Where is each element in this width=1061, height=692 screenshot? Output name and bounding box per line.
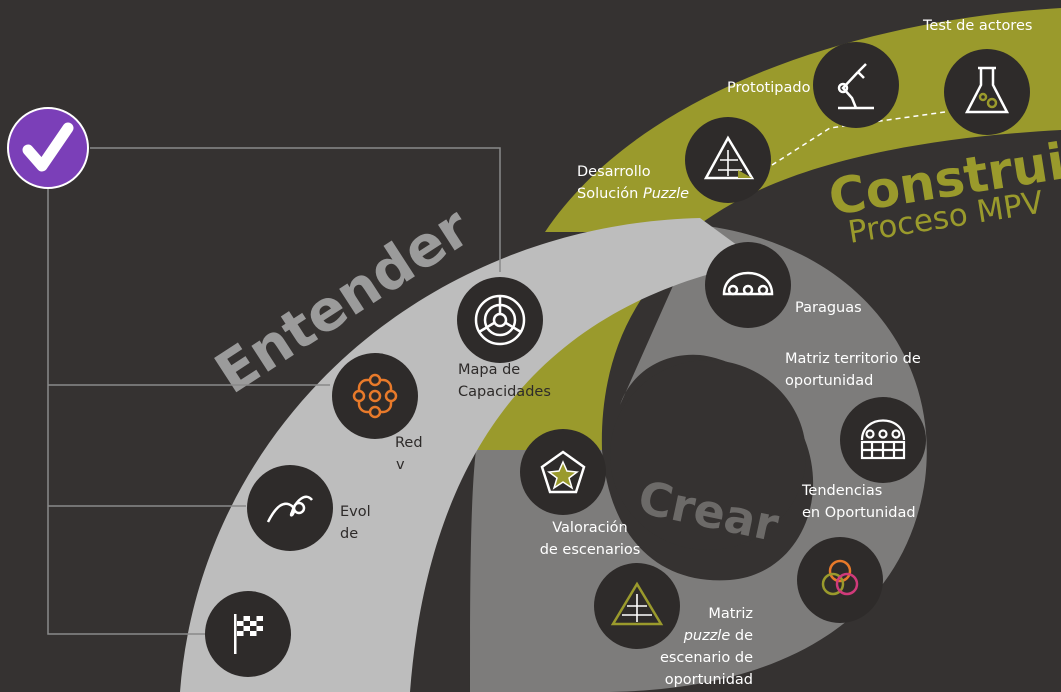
evolution-icon [266, 495, 313, 523]
label-matriz-puzzle: Matriz puzzle de escenario de oportunida… [640, 603, 753, 691]
matrix-icon [860, 419, 906, 460]
node-redes[interactable] [332, 353, 418, 439]
label-redes: Red v [395, 432, 423, 476]
star-pentagon-icon [540, 450, 586, 494]
node-test-actores[interactable] [944, 49, 1030, 135]
completed-badge [7, 107, 89, 189]
node-tendencias[interactable] [797, 537, 883, 623]
robot-arm-icon [837, 63, 874, 110]
label-desarrollo-line2: Solución [577, 186, 639, 202]
label-tendencias: Tendencias en Oportunidad [802, 480, 916, 524]
label-desarrollo: Desarrollo Solución Puzzle [577, 161, 689, 205]
crear-hole [610, 360, 806, 550]
label-valoracion: Valoración de escenarios [530, 517, 650, 561]
construir-band [545, 8, 1061, 232]
label-matriz-territorio: Matriz territorio de oportunidad [785, 348, 921, 392]
target-icon [474, 294, 526, 346]
label-mapa-line1: Mapa de [458, 362, 521, 378]
node-desarrollo[interactable] [685, 117, 771, 203]
connector-lines [47, 147, 501, 635]
label-evolucion-line1: Evol [340, 504, 371, 520]
label-matriz-puzzle-line1: Matriz [708, 606, 753, 622]
label-evolucion-line2: de [340, 526, 359, 542]
network-icon [352, 373, 398, 419]
venn-icon [821, 559, 859, 596]
label-tendencias-line1: Tendencias [802, 483, 883, 499]
node-valoracion[interactable] [520, 429, 606, 515]
node-mapa-capacidades[interactable] [457, 277, 543, 363]
label-desarrollo-italic: Puzzle [642, 186, 690, 202]
node-matriz-territorio[interactable] [840, 397, 926, 483]
check-icon [22, 122, 74, 172]
node-meta[interactable] [205, 591, 291, 677]
label-test-actores: Test de actores [923, 18, 1033, 34]
puzzle-icon [703, 135, 755, 180]
label-mapa-line2: Capacidades [458, 384, 551, 400]
node-matriz-puzzle[interactable] [594, 563, 680, 649]
label-matriz-territorio-line2: oportunidad [785, 373, 874, 389]
label-desarrollo-line1: Desarrollo [577, 164, 651, 180]
label-paraguas: Paraguas [795, 300, 862, 316]
label-valoracion-line2: de escenarios [539, 542, 641, 558]
label-matriz-puzzle-line2: de [730, 628, 753, 644]
flask-icon [964, 66, 1010, 114]
label-matriz-puzzle-italic: puzzle [683, 628, 731, 644]
node-evolucion[interactable] [247, 465, 333, 551]
label-tendencias-line2: en Oportunidad [802, 505, 916, 521]
label-evolucion: Evol de [340, 501, 371, 545]
label-prototipado: Prototipado [727, 80, 811, 96]
checkered-flag-icon [234, 614, 263, 654]
node-prototipado[interactable] [813, 42, 899, 128]
prototype-dashed-line [771, 111, 946, 166]
entender-band [180, 218, 760, 692]
umbrella-icon [722, 271, 774, 296]
label-matriz-territorio-line1: Matriz territorio de [785, 351, 921, 367]
label-matriz-puzzle-line3: escenario de [659, 650, 753, 666]
puzzle-icon [610, 581, 664, 626]
label-redes-line1: Red [395, 435, 423, 451]
label-valoracion-line1: Valoración [552, 520, 628, 536]
label-matriz-puzzle-line4: oportunidad [664, 672, 753, 688]
label-redes-line2: v [396, 457, 405, 473]
label-mapa-capacidades: Mapa de Capacidades [458, 359, 551, 403]
crear-olive-region [475, 232, 710, 450]
node-paraguas[interactable] [705, 242, 791, 328]
